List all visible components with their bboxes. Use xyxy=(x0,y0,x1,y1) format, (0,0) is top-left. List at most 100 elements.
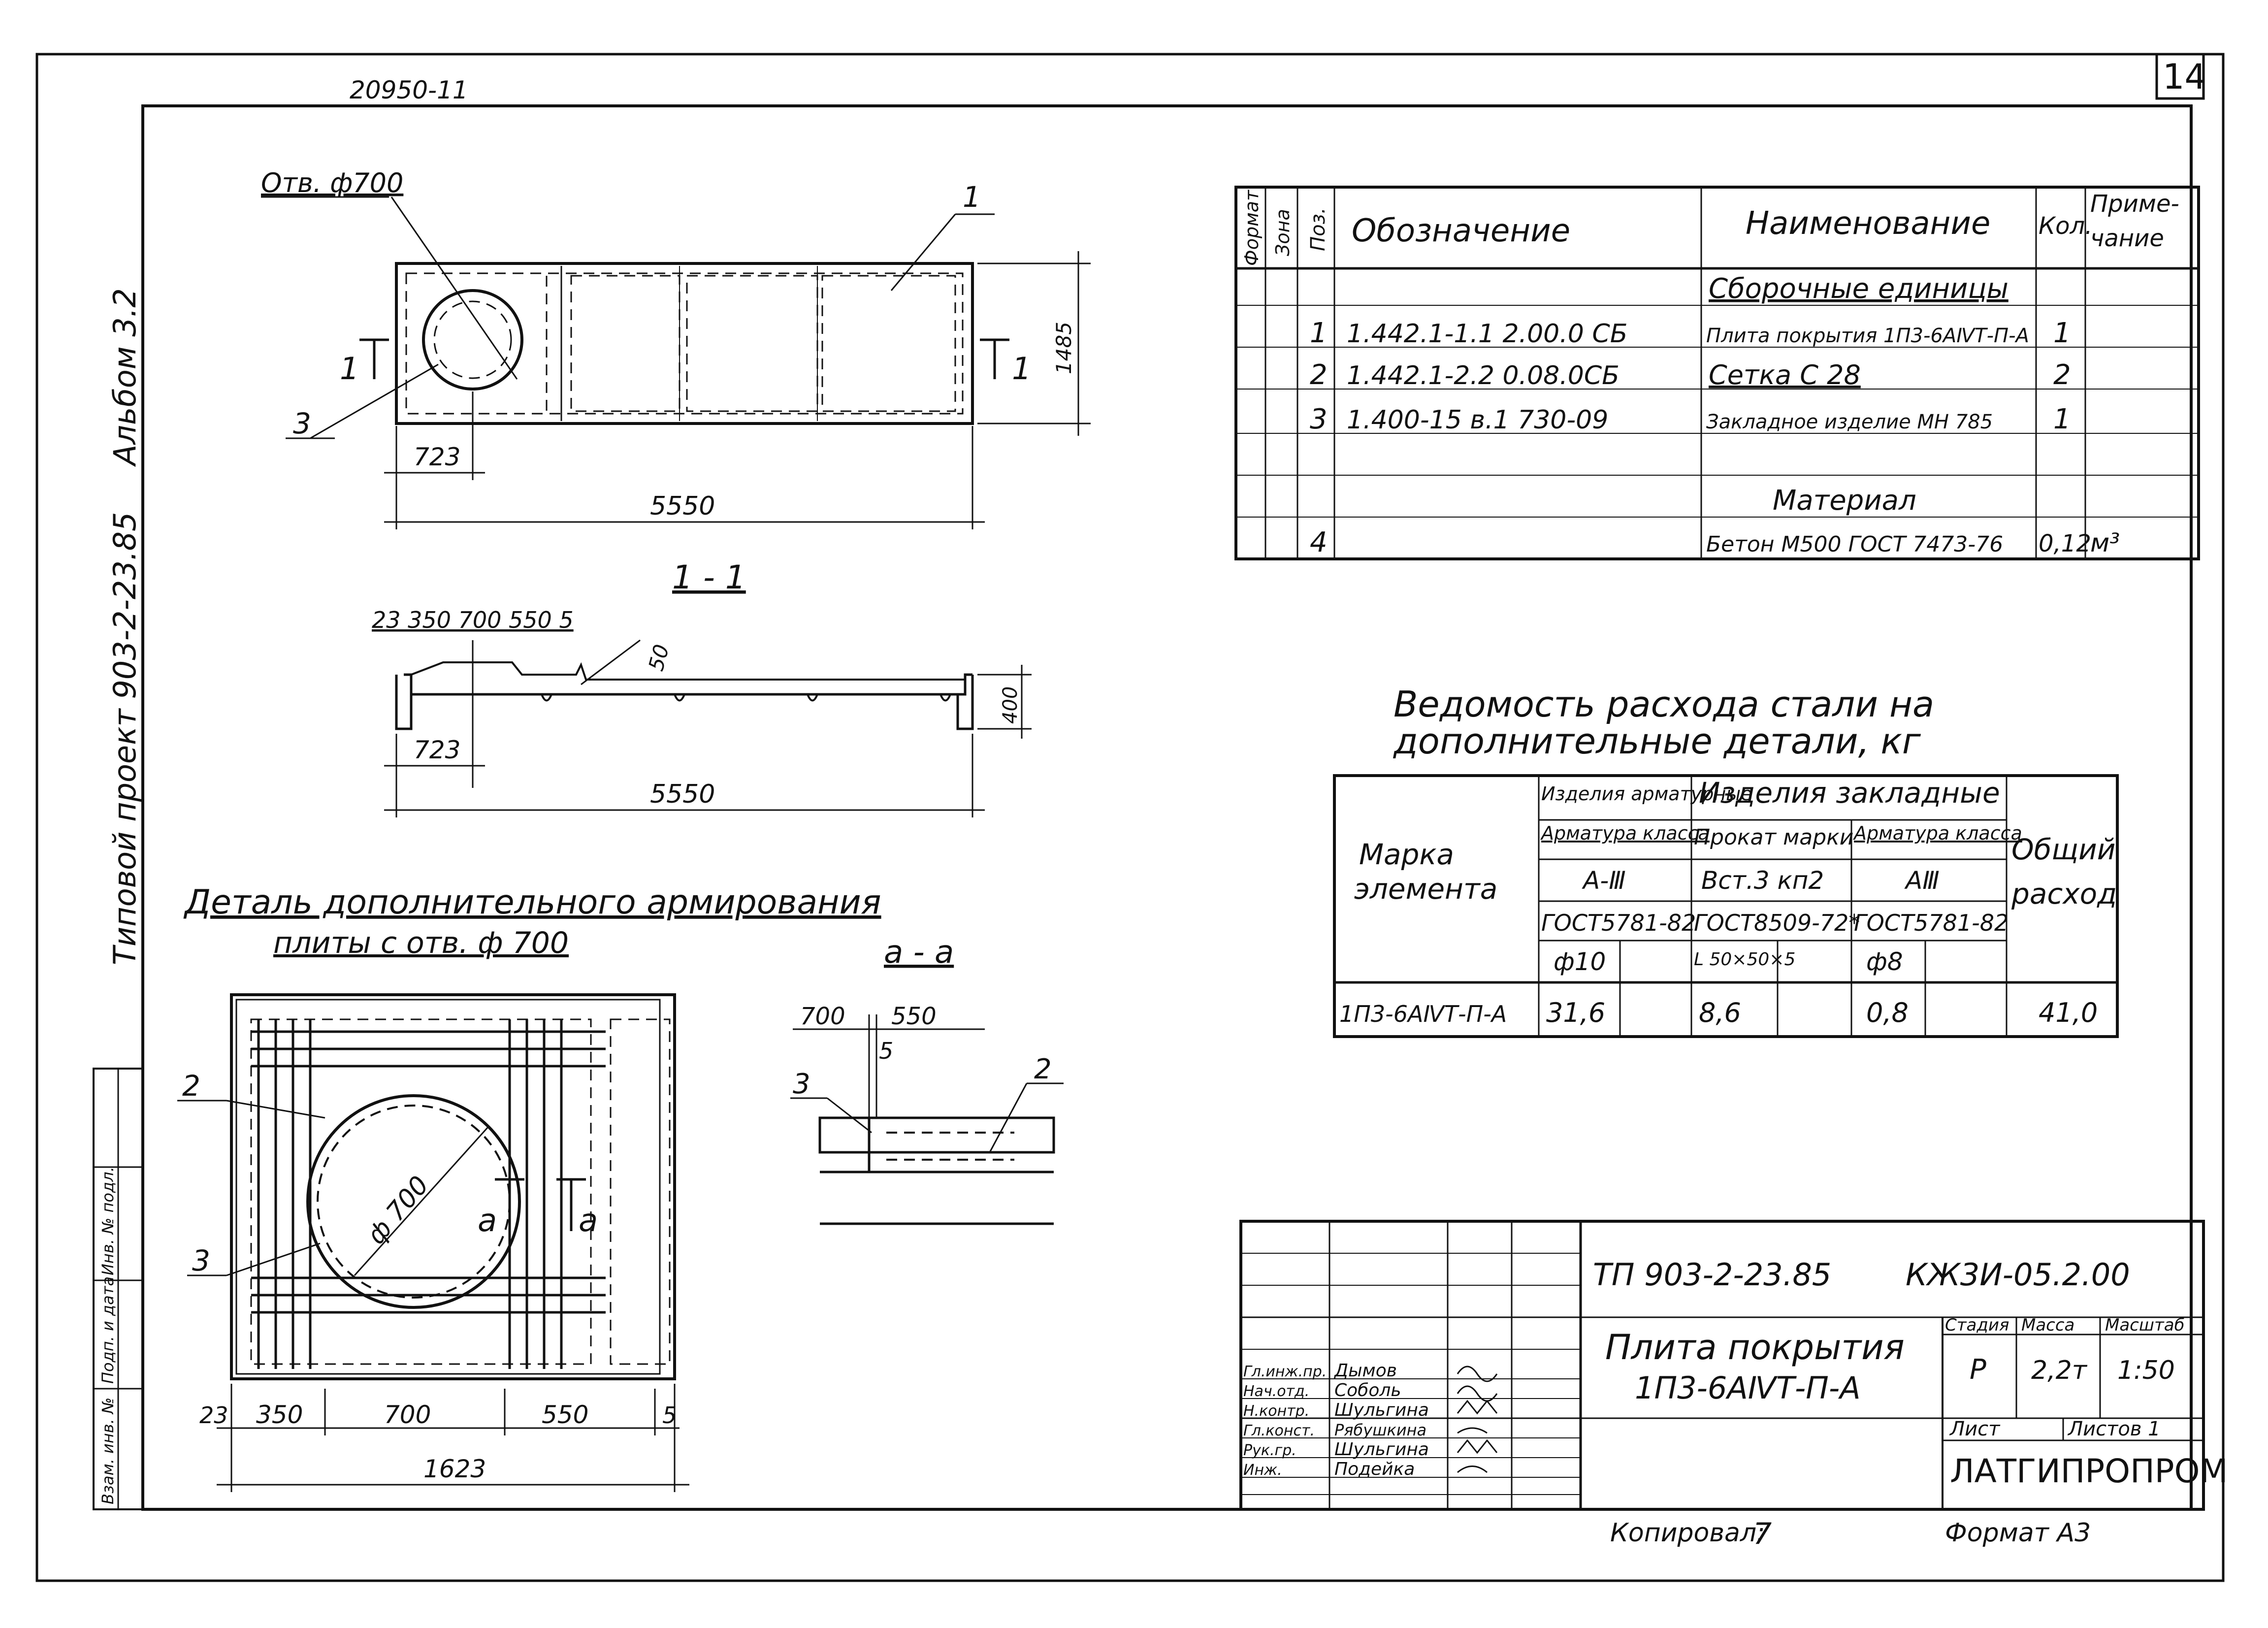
steel-rolled-grade: Прокат марки xyxy=(1694,825,1853,850)
spec-row-1-designation: 1.442.1-1.1 2.00.0 СБ xyxy=(1347,319,1627,349)
steel-title-line1: Ведомость расхода стали на xyxy=(1393,684,1934,725)
steel-col-mark-2: элемента xyxy=(1354,872,1497,906)
steel-col-total: Общий xyxy=(2011,833,2115,866)
steel-gost-3: ГОСТ5781-82 xyxy=(1854,910,2009,936)
tb-role-4: Гл.конст. xyxy=(1243,1422,1315,1439)
sheet-number: 14 xyxy=(2163,57,2206,97)
plan-dim-5550: 5550 xyxy=(650,491,715,521)
outer-border xyxy=(35,53,2225,1582)
spec-row-2-name: Сетка С 28 xyxy=(1709,359,1861,391)
plan-dim-1485: 1485 xyxy=(1052,322,1076,374)
spec-header-format: Формат xyxy=(1241,189,1263,266)
steel-class-a3-b: АⅢ xyxy=(1904,866,1940,895)
tb-sheet-h: Лист xyxy=(1949,1418,2001,1440)
project-label: Типовой проект 903-2-23.85 xyxy=(107,512,143,965)
tb-role-2: Нач.отд. xyxy=(1243,1383,1309,1400)
steel-d8: ф8 xyxy=(1866,947,1903,976)
section-aa-dim-550: 550 xyxy=(891,1003,937,1030)
steel-col-embedded: Изделия закладные xyxy=(1699,776,2000,810)
tb-sheets-h: Листов 1 xyxy=(2067,1418,2161,1440)
spec-header-note: Приме- xyxy=(2090,190,2179,218)
steel-consumption-table: Ведомость расхода стали на дополнительны… xyxy=(1333,684,2119,1038)
section-aa-pos-3: 3 xyxy=(793,1068,810,1100)
steel-row-mark: 1П3-6АⅣТ-П-А xyxy=(1339,1001,1507,1027)
steel-col-total-2: расход xyxy=(2011,877,2117,911)
tb-role-3: Н.контр. xyxy=(1243,1402,1309,1420)
tb-org: ЛАТГИПРОПРОМ xyxy=(1950,1452,2228,1490)
steel-armature-class-2: Арматура класса xyxy=(1852,822,2022,844)
detail-pos-2: 2 xyxy=(182,1069,200,1103)
copied-mark: 7 xyxy=(1753,1517,1772,1551)
tb-scale: 1:50 xyxy=(2117,1356,2175,1385)
spec-row-1-qty: 1 xyxy=(2053,317,2071,349)
section-dim-400: 400 xyxy=(999,686,1022,724)
spec-row-4-pos: 4 xyxy=(1310,526,1328,558)
steel-class-a3: А-Ⅲ xyxy=(1582,866,1626,895)
tb-role-6: Инж. xyxy=(1243,1462,1282,1479)
title-block: ТП 903-2-23.85 КЖ3И-05.2.00 Плита покрыт… xyxy=(1239,1220,2228,1511)
section-aa-dim-5: 5 xyxy=(879,1038,893,1064)
reinforcement-detail: Деталь дополнительного армирования плиты… xyxy=(177,883,881,1492)
tb-name-line1: Плита покрытия xyxy=(1605,1327,1905,1368)
plan-view: Отв. ф700 1 3 1 1 723 5550 1485 xyxy=(261,167,1091,529)
section-a-a-title: а - а xyxy=(884,934,954,971)
reinforcement-bars xyxy=(251,1019,606,1369)
section-1-1-dims-top: 23 350 700 550 5 xyxy=(372,607,574,633)
stamp-inv-label: Взам. инв. № xyxy=(98,1398,117,1504)
tb-stage-h: Стадия xyxy=(1945,1315,2009,1335)
section-mark-right: 1 xyxy=(1012,351,1031,387)
tb-mass-h: Масса xyxy=(2021,1315,2074,1335)
spec-row-4-qty: 0,12 xyxy=(2039,530,2091,557)
inner-frame xyxy=(141,104,2193,1511)
tb-name-2: Соболь xyxy=(1334,1380,1401,1400)
tb-stage: Р xyxy=(1970,1354,1986,1386)
spec-row-3-qty: 1 xyxy=(2053,403,2071,435)
spec-header-zone: Зона xyxy=(1272,209,1294,256)
plan-pos-3: 3 xyxy=(293,407,311,440)
spec-header-designation: Обозначение xyxy=(1352,213,1570,249)
side-stamp: Взам. инв. № Подп. и дата Инв. № подл. xyxy=(93,1068,144,1510)
copied-label: Копировал: xyxy=(1610,1518,1765,1548)
plan-pos-1: 1 xyxy=(963,180,981,214)
plan-dim-723: 723 xyxy=(414,443,460,471)
signatures xyxy=(1457,1366,1498,1473)
section-dim-723: 723 xyxy=(414,736,460,764)
steel-row-v3: 0,8 xyxy=(1866,997,1909,1028)
tb-role-1: Гл.инж.пр. xyxy=(1243,1363,1327,1380)
spec-row-2-designation: 1.442.1-2.2 0.08.0СБ xyxy=(1347,361,1620,391)
tb-mass: 2,2т xyxy=(2031,1356,2088,1385)
spec-row-4-note: м³ xyxy=(2090,528,2120,558)
sheet-number-box xyxy=(2155,53,2205,100)
archive-code: 20950-11 xyxy=(350,76,468,104)
spec-row-1-pos: 1 xyxy=(1310,317,1328,349)
spec-header-pos: Поз. xyxy=(1307,207,1329,251)
detail-dim-23: 23 xyxy=(199,1402,228,1429)
steel-row-total: 41,0 xyxy=(2039,997,2098,1028)
tb-name-1: Дымов xyxy=(1333,1361,1397,1381)
spec-row-3-designation: 1.400-15 в.1 730-09 xyxy=(1347,405,1608,435)
spec-header-qty: Кол. xyxy=(2039,212,2092,240)
detail-dim-5: 5 xyxy=(662,1402,677,1429)
spec-row-3-name: Закладное изделие МН 785 xyxy=(1706,411,1993,433)
detail-mark-a-left: а xyxy=(478,1203,497,1239)
spec-row-1-name: Плита покрытия 1П3-6АⅣТ-П-А xyxy=(1706,325,2029,347)
detail-dim-550: 550 xyxy=(542,1400,588,1429)
hole-label: Отв. ф700 xyxy=(261,167,403,198)
steel-gost-2: ГОСТ8509-72* xyxy=(1694,910,1860,936)
tb-name-5: Шульгина xyxy=(1334,1439,1429,1460)
tb-code: ТП 903-2-23.85 xyxy=(1593,1257,1831,1293)
spec-row-4-name: Бетон М500 ГОСТ 7473-76 xyxy=(1706,532,2003,557)
section-1-1-title: 1 - 1 xyxy=(672,558,746,596)
section-dim-50: 50 xyxy=(644,642,674,673)
detail-dim-1623: 1623 xyxy=(423,1455,486,1483)
steel-col-armature: Изделия арматурные xyxy=(1541,783,1752,805)
specification-table: Формат Зона Поз. Обозначение Наименовани… xyxy=(1234,186,2200,560)
section-dim-5550: 5550 xyxy=(650,780,715,809)
format-label: Формат А3 xyxy=(1945,1518,2091,1548)
tb-name-line2: 1П3-6АⅣТ-П-А xyxy=(1635,1370,1861,1406)
section-a-a: а - а 700 550 5 3 2 xyxy=(790,934,1064,1225)
spec-section-material: Материал xyxy=(1773,485,1916,517)
spec-section-assemblies: Сборочные единицы xyxy=(1709,273,2009,305)
detail-title-line1: Деталь дополнительного армирования xyxy=(183,883,881,922)
